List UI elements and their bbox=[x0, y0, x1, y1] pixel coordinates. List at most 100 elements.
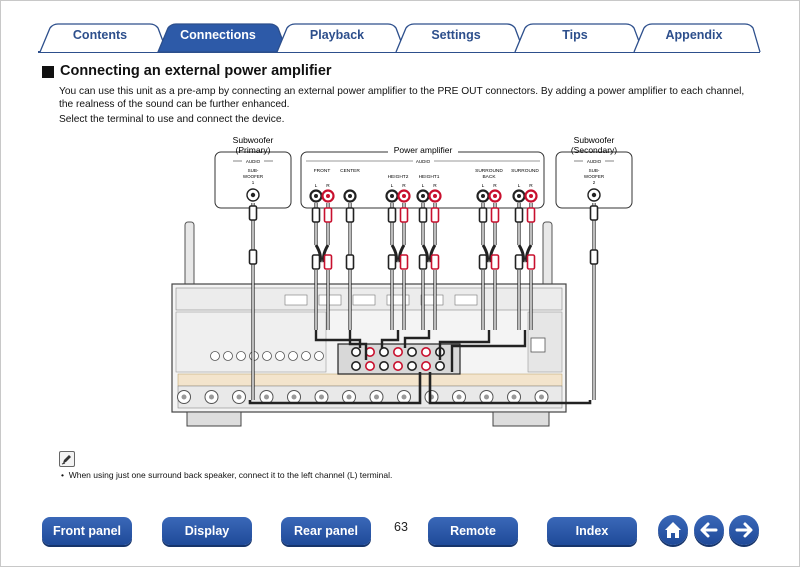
rca-plug bbox=[387, 254, 397, 270]
surround-back-l-label: L bbox=[482, 183, 485, 189]
home-button[interactable] bbox=[658, 515, 688, 545]
tab-appendix-shape bbox=[633, 23, 761, 53]
sub-secondary-title-2: (Secondary) bbox=[571, 145, 617, 155]
sub-secondary-jack-label-2: WOOFER bbox=[584, 174, 605, 179]
rca-plug bbox=[589, 249, 599, 265]
note-text: • When using just one surround back spea… bbox=[61, 470, 393, 480]
tab-playback[interactable]: Playback bbox=[309, 28, 365, 42]
height2-r-label: R bbox=[402, 183, 406, 189]
sub-primary-audio-label: AUDIO bbox=[246, 159, 261, 164]
pre-out-jack bbox=[406, 360, 417, 371]
rca-plug bbox=[248, 205, 258, 221]
amp-jack-pin bbox=[348, 194, 352, 198]
tab-tips-shape bbox=[514, 23, 644, 53]
rca-plug bbox=[345, 207, 355, 223]
sub-primary-jack-label-2: WOOFER bbox=[243, 174, 264, 179]
forward-button[interactable] bbox=[729, 515, 759, 545]
cable-route bbox=[248, 372, 592, 405]
rca-plug bbox=[248, 249, 258, 265]
amp-jack-pin bbox=[402, 194, 406, 198]
subwoofer-secondary-box: Subwoofer (Secondary) AUDIO SUB- WOOFER … bbox=[555, 135, 633, 209]
tab-tips[interactable]: Tips bbox=[562, 28, 588, 42]
rca-plug bbox=[418, 254, 428, 270]
pre-out-jack bbox=[350, 346, 361, 357]
sub-secondary-jack-label-3: 2 bbox=[593, 180, 596, 185]
amp-jack-pin bbox=[481, 194, 485, 198]
amp-jack-pin bbox=[314, 194, 318, 198]
subwoofer-primary-box: Subwoofer (Primary) AUDIO SUB- WOOFER 1 bbox=[214, 135, 292, 209]
front-panel-button[interactable]: Front panel bbox=[42, 517, 132, 545]
antenna-left-icon bbox=[184, 221, 195, 291]
pre-out-jack bbox=[406, 346, 417, 357]
surround-r-label: R bbox=[529, 183, 533, 189]
panel-jack bbox=[314, 351, 324, 361]
rca-plug bbox=[387, 207, 397, 223]
tab-connections-shape bbox=[157, 23, 288, 53]
sub-secondary-jack-label-1: SUB- bbox=[589, 168, 600, 173]
surround-l-label: L bbox=[518, 183, 521, 189]
height1-l-label: L bbox=[422, 183, 425, 189]
home-icon bbox=[665, 522, 681, 538]
rca-plug bbox=[526, 254, 536, 270]
power-amp-jacks bbox=[309, 189, 538, 203]
speaker-terminal-center bbox=[374, 394, 379, 400]
speaker-terminal-center bbox=[181, 394, 187, 400]
panel-jack bbox=[262, 351, 272, 361]
tab-settings[interactable]: Settings bbox=[431, 28, 481, 42]
panel-jack bbox=[223, 351, 233, 361]
amp-jack-pin bbox=[433, 194, 437, 198]
tab-contents[interactable]: Contents bbox=[72, 28, 128, 42]
speaker-terminal-center bbox=[236, 394, 242, 400]
hdmi-port bbox=[420, 294, 444, 306]
panel-jack bbox=[236, 351, 246, 361]
surround-back-r-label: R bbox=[493, 183, 497, 189]
rca-plug bbox=[323, 207, 333, 223]
panel-terminals bbox=[177, 294, 549, 404]
rca-plug bbox=[478, 254, 488, 270]
speaker-terminal-center bbox=[291, 394, 297, 400]
cable-route bbox=[438, 330, 527, 372]
pre-out-jack bbox=[434, 360, 445, 371]
sub-primary-title-2: (Primary) bbox=[236, 145, 271, 155]
speaker-terminal-center bbox=[539, 394, 544, 400]
speaker-terminal-center bbox=[319, 394, 324, 400]
section-title-text: Connecting an external power amplifier bbox=[60, 63, 332, 79]
tab-bar: Contents Connections Playback Settings T… bbox=[0, 0, 800, 56]
amp-jack-pin bbox=[529, 194, 533, 198]
group-surround-back-label-2: BACK bbox=[482, 174, 496, 180]
tab-connections[interactable]: Connections bbox=[180, 28, 256, 42]
group-height2-label: HEIGHT2 bbox=[388, 174, 409, 180]
panel-jack bbox=[275, 351, 285, 361]
power-amp-title: Power amplifier bbox=[394, 145, 453, 155]
cable-route bbox=[314, 330, 368, 360]
rca-plug bbox=[589, 205, 599, 221]
display-button[interactable]: Display bbox=[162, 517, 252, 545]
back-button[interactable] bbox=[694, 515, 724, 545]
tab-settings-shape bbox=[395, 23, 525, 53]
pre-out-jack bbox=[378, 360, 389, 371]
cable-route bbox=[380, 330, 431, 348]
pre-out-jack bbox=[420, 360, 431, 371]
sub-primary-jack-label-1: SUB- bbox=[248, 168, 259, 173]
rca-plug bbox=[430, 254, 440, 270]
rca-plug bbox=[311, 254, 321, 270]
rear-panel-button[interactable]: Rear panel bbox=[281, 517, 371, 545]
rca-plug bbox=[418, 207, 428, 223]
sub-primary-title-1: Subwoofer bbox=[233, 135, 274, 145]
rca-plug bbox=[323, 254, 333, 270]
hdmi-port bbox=[318, 294, 342, 306]
hdmi-port bbox=[352, 294, 376, 306]
power-amplifier-box: Power amplifier AUDIO FRONT CENTER HEIGH… bbox=[300, 144, 545, 209]
amp-jack-pin bbox=[326, 194, 330, 198]
remote-button[interactable]: Remote bbox=[428, 517, 518, 545]
tab-appendix[interactable]: Appendix bbox=[665, 28, 723, 42]
pre-out-jack bbox=[350, 360, 361, 371]
tab-shapes bbox=[38, 23, 761, 53]
index-button[interactable]: Index bbox=[547, 517, 637, 545]
note-text-content: When using just one surround back speake… bbox=[68, 470, 393, 480]
speaker-terminal-center bbox=[484, 394, 489, 400]
amp-jack-pin bbox=[493, 194, 497, 198]
rca-cables bbox=[248, 203, 599, 405]
amp-jack-pin bbox=[421, 194, 425, 198]
front-r-label: R bbox=[326, 183, 330, 189]
